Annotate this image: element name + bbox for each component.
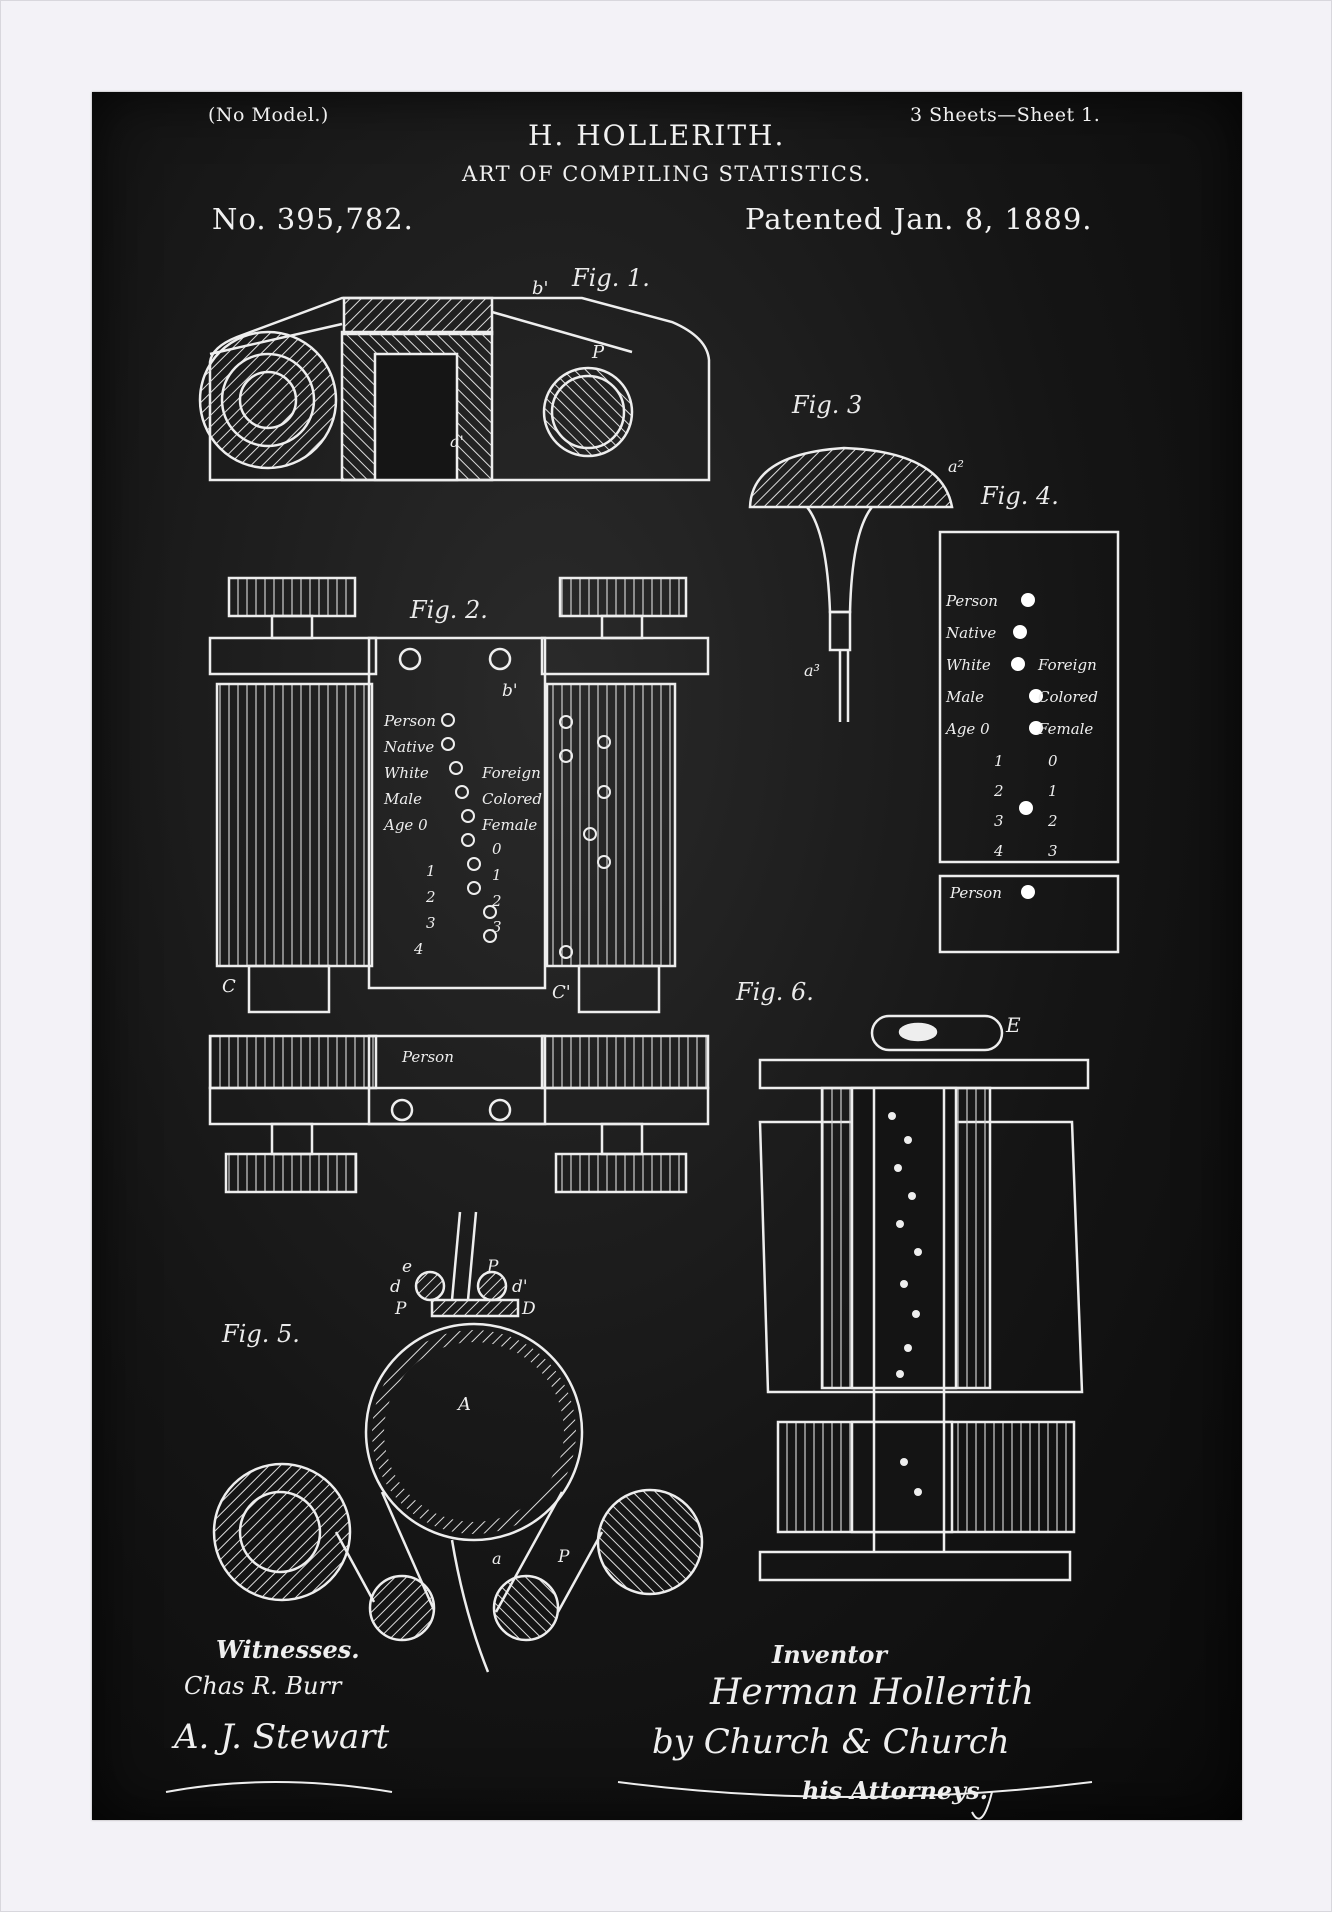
fig2-label-r3: 3	[492, 918, 502, 936]
fig2-label-native: Native	[383, 738, 434, 756]
fig4-label-4: 4	[993, 842, 1004, 860]
patent-poster: (No Model.) 3 Sheets—Sheet 1. H. HOLLERI…	[92, 92, 1242, 1820]
fig2-label-r0: 0	[492, 840, 502, 858]
witnesses-label: Witnesses.	[216, 1635, 360, 1664]
patent-inventor-name: H. HOLLERITH.	[528, 119, 786, 152]
attorneys-label: his Attorneys.	[802, 1776, 988, 1805]
fig4-label-male: Male	[945, 688, 984, 706]
fig2-label-female: Female	[481, 816, 537, 834]
fig2-drawing	[208, 576, 710, 1194]
fig4-card-text: Person Native White Male Age 0 1 2 3 4 F…	[944, 592, 1098, 902]
fig5-ref-p-top: P	[486, 1257, 499, 1277]
fig5-drawing	[212, 1211, 704, 1673]
fig4-label-female: Female	[1037, 720, 1093, 738]
attorneys-signature: by Church & Church	[652, 1722, 1010, 1762]
fig5-ref-d-left: d	[390, 1277, 401, 1297]
signature-flourishes	[165, 1781, 1093, 1820]
fig2-label-person: Person	[383, 712, 436, 730]
fig4-punches	[1011, 593, 1043, 899]
fig4-label-person-bottom: Person	[949, 884, 1002, 902]
fig5-ref-A: A	[456, 1394, 471, 1415]
fig5-ref-D: D	[521, 1299, 536, 1319]
fig6-ref-E: E	[1005, 1013, 1021, 1037]
fig4-label-r2: 2	[1047, 812, 1058, 830]
fig4-label-r3: 3	[1048, 842, 1058, 860]
fig4-label-person: Person	[945, 592, 998, 610]
sheets-label: 3 Sheets—Sheet 1.	[910, 104, 1101, 126]
fig4-label-2: 2	[993, 782, 1004, 800]
fig2-ref-c-left: C	[222, 976, 236, 997]
fig1-drawing	[198, 296, 711, 482]
fig2-label-r2: 2	[491, 892, 502, 910]
fig6-holes	[888, 1112, 922, 1496]
fig2-ref-c-right: C'	[552, 982, 571, 1003]
inventor-label: Inventor	[772, 1640, 888, 1669]
fig3-ref-a2: a²	[948, 457, 964, 476]
fig5-ref-e: e	[402, 1257, 412, 1277]
fig1-ref-p: P	[591, 342, 605, 363]
fig6-drawing	[758, 1014, 1090, 1582]
fig6-label: Fig. 6.	[736, 978, 814, 1006]
fig4-label-r0: 0	[1048, 752, 1058, 770]
fig4-label-age: Age 0	[944, 720, 990, 738]
fig1-ref-a: a'	[450, 432, 464, 451]
fig4-label-colored: Colored	[1038, 688, 1098, 706]
fig5-ref-d-right: d'	[512, 1277, 528, 1297]
witness-1-signature: Chas R. Burr	[184, 1672, 342, 1700]
patent-drawings: b' P a'	[165, 278, 1120, 1820]
fig2-label-white: White	[384, 764, 429, 782]
fig2-card-text: Person Native White Male Age 0 1 2 3 4 F…	[382, 712, 542, 1066]
fig4-label-white: White	[946, 656, 991, 674]
fig4-label: Fig. 4.	[981, 482, 1059, 510]
fig2-label-male: Male	[383, 790, 422, 808]
fig3-drawing	[748, 446, 954, 722]
fig3-label: Fig. 3	[792, 391, 863, 419]
patent-subject: ART OF COMPILING STATISTICS.	[462, 162, 872, 186]
patent-number: No. 395,782.	[212, 202, 414, 236]
fig4-label-1: 1	[994, 752, 1004, 770]
fig5-ref-P-right: P	[557, 1547, 570, 1567]
fig4-drawing	[938, 530, 1120, 954]
fig1-ref-b: b'	[532, 278, 548, 299]
fig4-label-3: 3	[994, 812, 1004, 830]
inventor-signature: Herman Hollerith	[710, 1672, 1034, 1713]
fig2-label: Fig. 2.	[410, 596, 488, 624]
fig2-label-r1: 1	[492, 866, 502, 884]
fig2-ref-b: b'	[502, 681, 518, 701]
fig2-label-4: 4	[413, 940, 424, 958]
patent-date: Patented Jan. 8, 1889.	[745, 202, 1093, 236]
fig3-ref-a3: a³	[804, 661, 820, 680]
witness-2-signature: A. J. Stewart	[174, 1717, 390, 1757]
fig2-label-foreign: Foreign	[481, 764, 541, 782]
fig2-label-1: 1	[426, 862, 436, 880]
fig2-card-holes	[441, 713, 611, 959]
fig4-label-foreign: Foreign	[1037, 656, 1097, 674]
no-model-label: (No Model.)	[208, 104, 329, 126]
fig2-label-3: 3	[426, 914, 436, 932]
fig5-ref-p-left: P	[394, 1299, 407, 1319]
fig2-label-2: 2	[425, 888, 436, 906]
fig5-ref-a: a	[492, 1549, 502, 1568]
fig2-label-age: Age 0	[382, 816, 428, 834]
fig2-label-person-bottom: Person	[401, 1048, 454, 1066]
fig5-label: Fig. 5.	[222, 1320, 300, 1348]
fig1-label: Fig. 1.	[572, 264, 650, 292]
fig2-label-colored: Colored	[482, 790, 542, 808]
fig4-label-native: Native	[945, 624, 996, 642]
fig4-label-r1: 1	[1048, 782, 1058, 800]
